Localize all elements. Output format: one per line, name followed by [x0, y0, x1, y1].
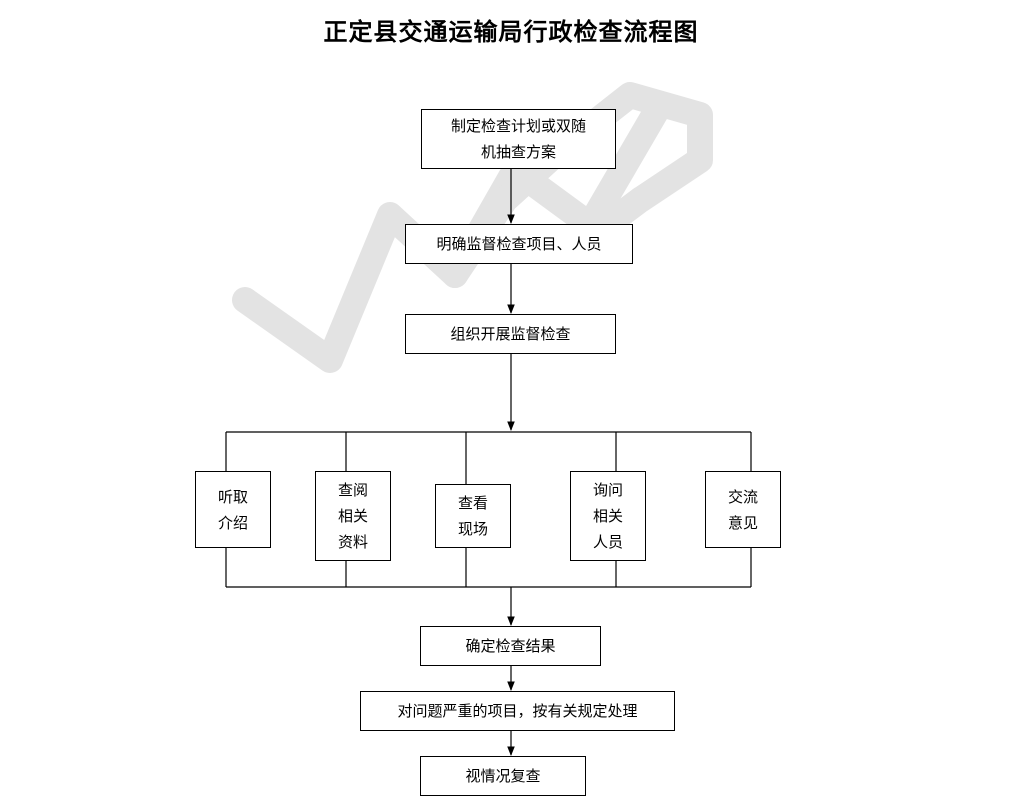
page-title: 正定县交通运输局行政检查流程图 — [323, 18, 699, 46]
method-listen-line-2: 介绍 — [217, 513, 248, 532]
method-inquire-box: 询问 相关 人员 — [570, 471, 646, 561]
method-review-docs-line-2: 相关 — [337, 507, 368, 525]
step-plan-box: 制定检查计划或双随 机抽查方案 — [421, 109, 616, 169]
method-inquire-line-1: 询问 — [592, 481, 623, 499]
step-plan-line-1: 制定检查计划或双随 — [450, 117, 586, 135]
method-review-docs-box: 查阅 相关 资料 — [315, 471, 391, 561]
method-exchange-line-1: 交流 — [727, 487, 758, 506]
method-listen-box: 听取 介绍 — [195, 471, 271, 548]
step-staff-label: 明确监督检查项目、人员 — [436, 235, 602, 253]
method-inspect-site-line-2: 现场 — [457, 520, 488, 538]
method-review-docs-line-3: 资料 — [337, 533, 368, 551]
step-result-box: 确定检查结果 — [420, 626, 601, 666]
step-staff-box: 明确监督检查项目、人员 — [405, 224, 633, 264]
step-organize-label: 组织开展监督检查 — [450, 325, 571, 343]
step-review-label: 视情况复查 — [465, 767, 541, 785]
method-inquire-line-3: 人员 — [592, 533, 623, 551]
step-handle-label: 对问题严重的项目，按有关规定处理 — [397, 702, 638, 720]
method-listen-line-1: 听取 — [217, 487, 248, 506]
method-inspect-site-box: 查看 现场 — [435, 484, 511, 548]
step-organize-box: 组织开展监督检查 — [405, 314, 616, 354]
method-inquire-line-2: 相关 — [592, 507, 623, 525]
step-handle-box: 对问题严重的项目，按有关规定处理 — [360, 691, 675, 731]
method-exchange-line-2: 意见 — [727, 513, 758, 532]
method-exchange-box: 交流 意见 — [705, 471, 781, 548]
step-plan-line-2: 机抽查方案 — [480, 143, 556, 161]
method-review-docs-line-1: 查阅 — [337, 481, 368, 499]
step-review-box: 视情况复查 — [420, 756, 586, 796]
step-result-label: 确定检查结果 — [465, 637, 556, 655]
method-inspect-site-line-1: 查看 — [457, 494, 488, 512]
